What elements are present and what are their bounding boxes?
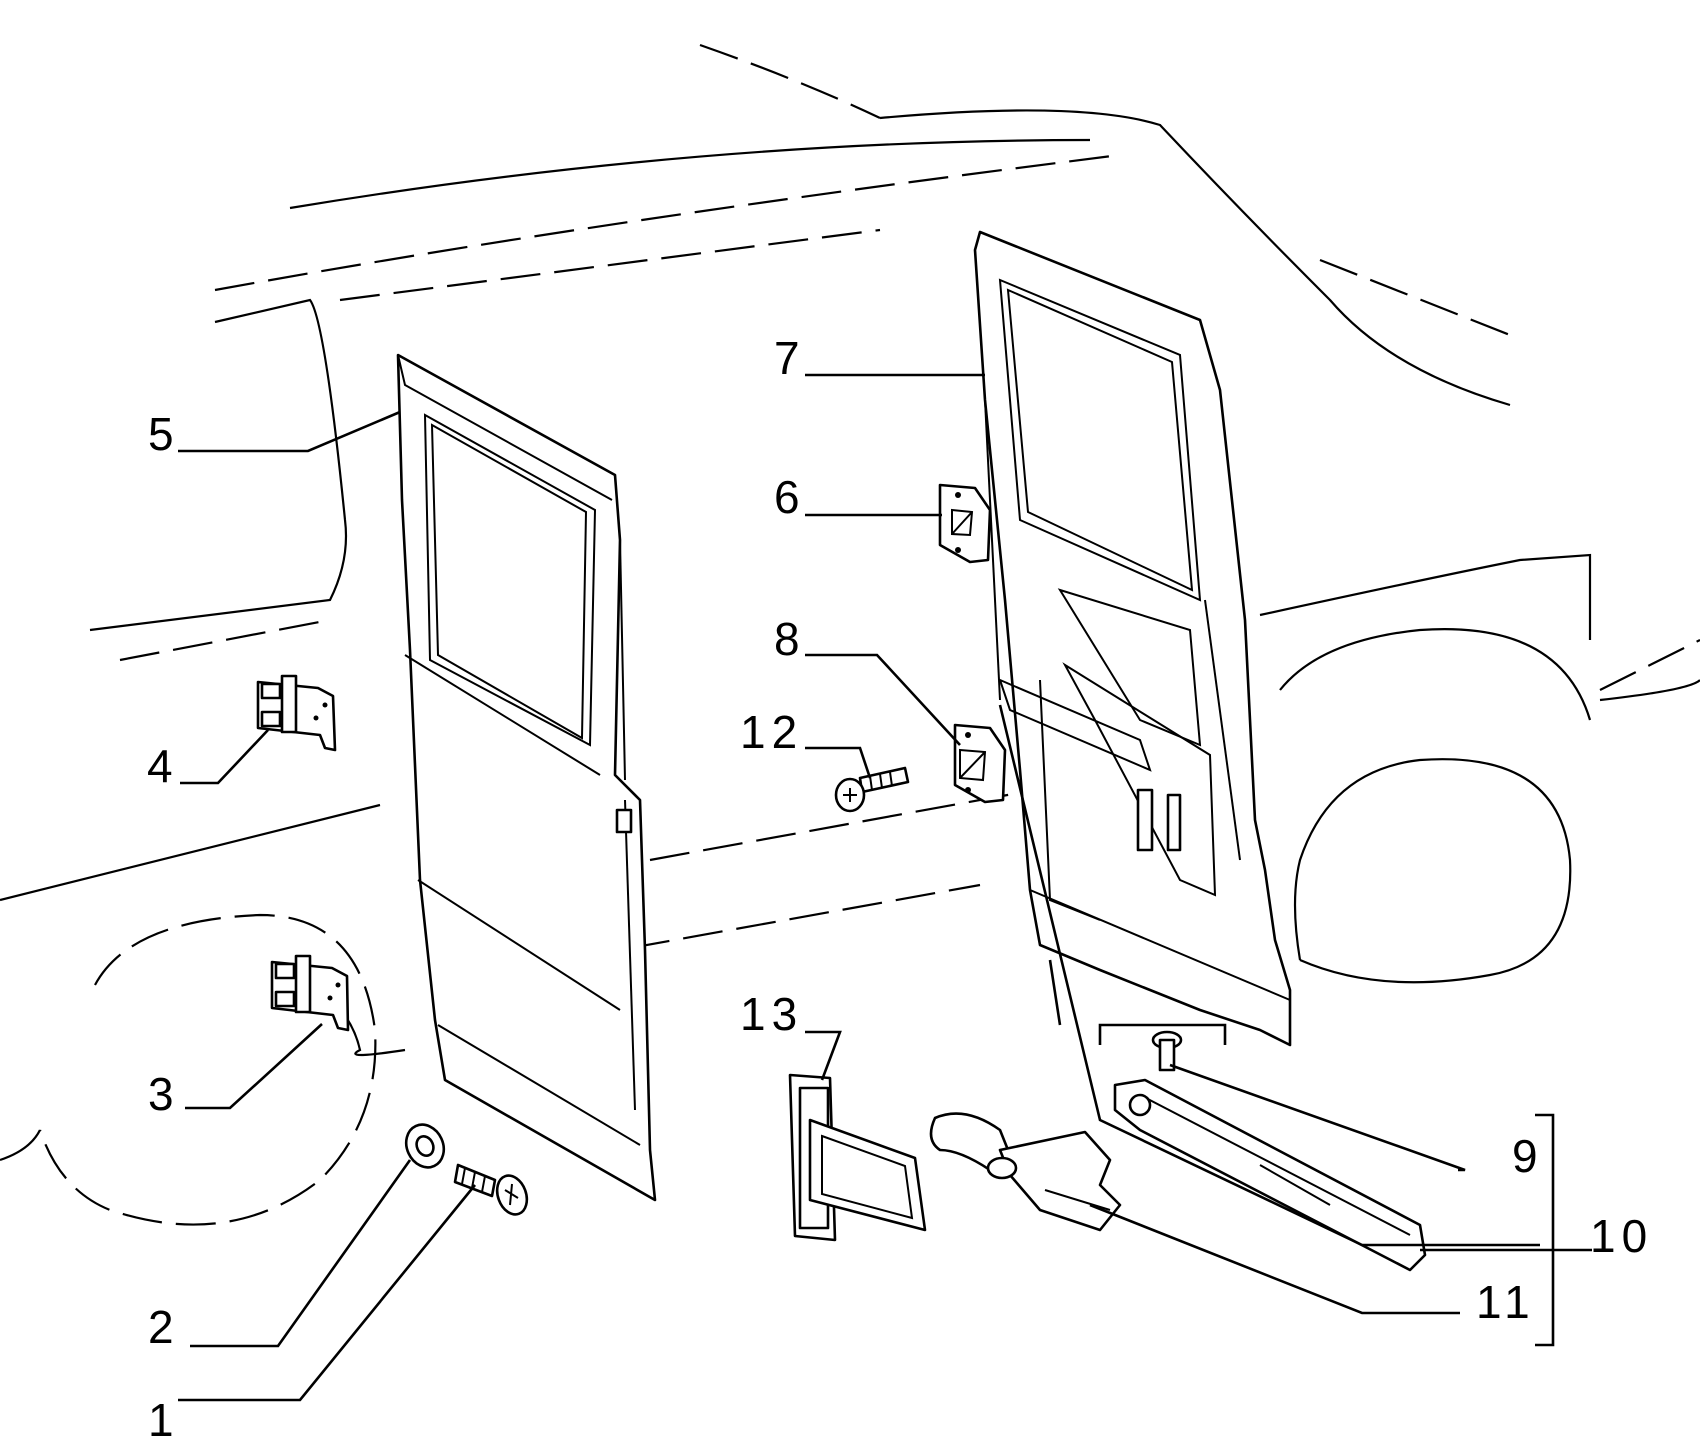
screw xyxy=(834,766,910,813)
guide-pin xyxy=(1151,1030,1183,1072)
guide-rail xyxy=(1113,1078,1427,1272)
sliding-door-panel xyxy=(396,353,657,1202)
callout-13: 13 xyxy=(740,988,803,1040)
callout-6: 6 xyxy=(774,471,806,523)
washer xyxy=(404,1123,446,1169)
callout-10: 10 xyxy=(1590,1210,1653,1262)
callout-3: 3 xyxy=(148,1068,180,1120)
bolt xyxy=(453,1163,529,1216)
callout-labels: 1 2 3 4 5 6 7 8 9 10 11 12 13 xyxy=(147,332,1653,1444)
callout-4: 4 xyxy=(147,740,179,792)
callout-11: 11 xyxy=(1476,1276,1536,1328)
lower-striker-plate xyxy=(953,723,1007,804)
van-body-outline xyxy=(0,43,1700,1226)
door-inner-frame xyxy=(973,230,1292,1047)
callout-9: 9 xyxy=(1512,1130,1544,1182)
roller-bracket xyxy=(929,1112,1122,1232)
upper-striker-plate xyxy=(938,483,992,564)
callout-7: 7 xyxy=(774,332,806,384)
callout-2: 2 xyxy=(148,1301,180,1353)
callout-5: 5 xyxy=(148,408,180,460)
upper-hinge xyxy=(256,674,337,752)
callout-1: 1 xyxy=(148,1394,180,1444)
leader-lines xyxy=(178,373,1592,1402)
callout-8: 8 xyxy=(774,613,806,665)
lower-hinge xyxy=(270,954,350,1032)
callout-12: 12 xyxy=(740,706,803,758)
door-stop-pad xyxy=(788,1073,927,1242)
